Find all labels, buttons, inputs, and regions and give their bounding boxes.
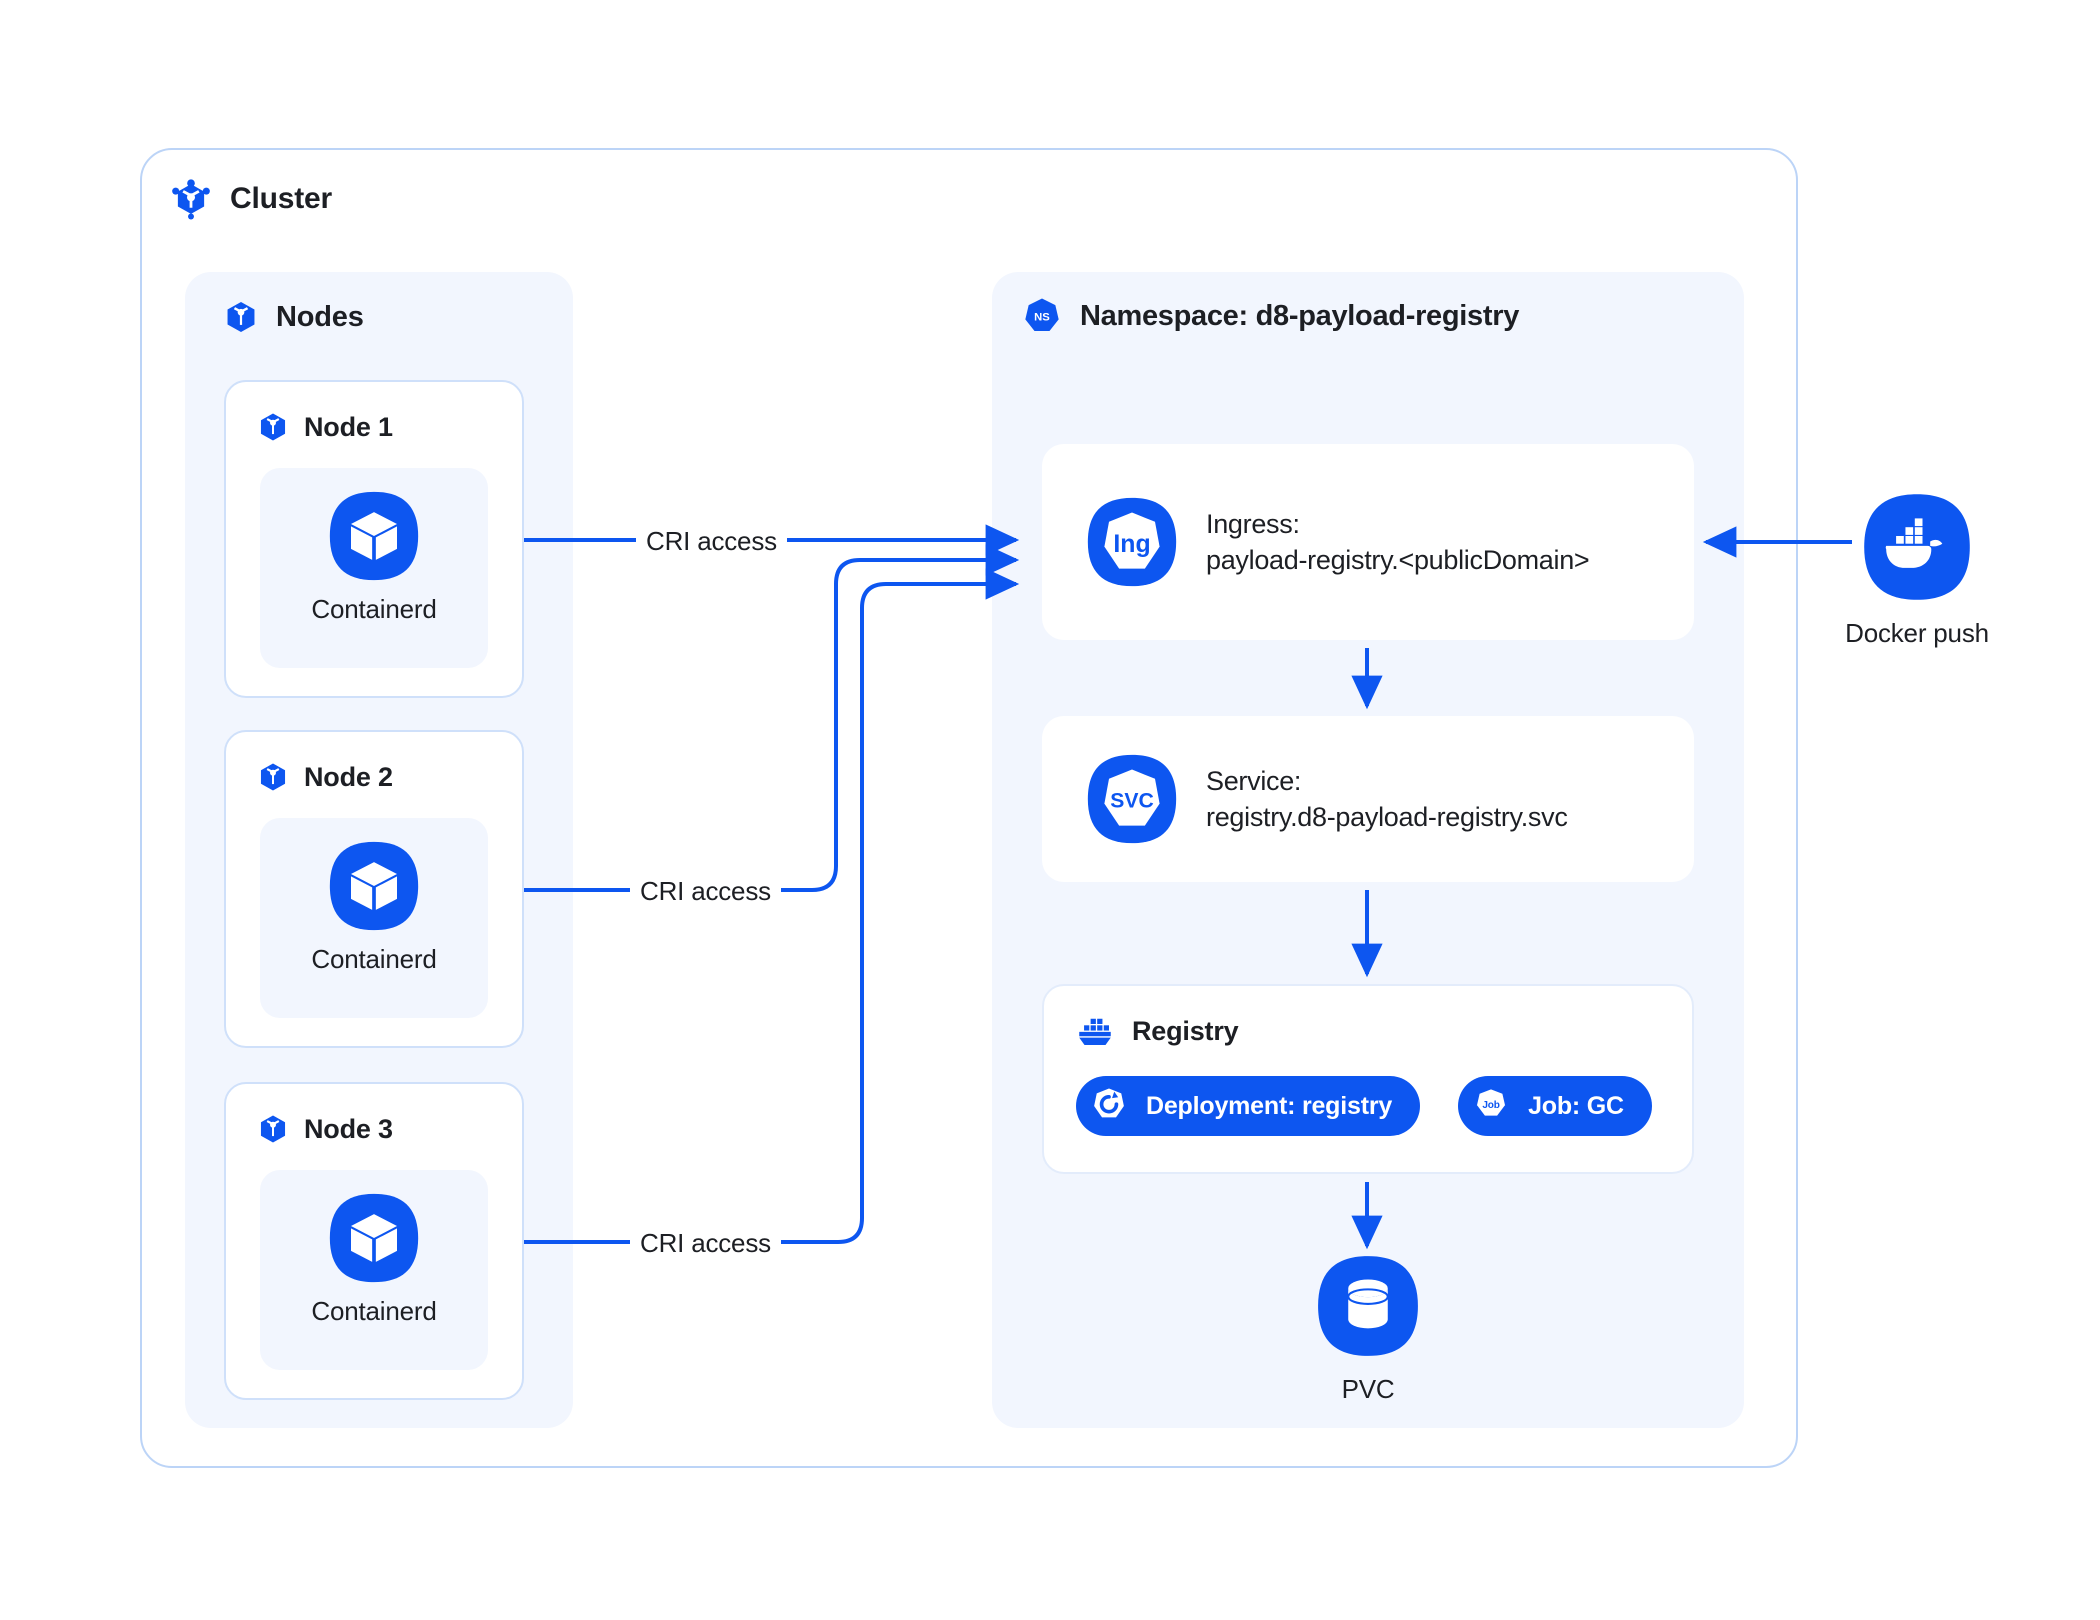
svg-text:Job: Job	[1482, 1100, 1499, 1111]
job-pill[interactable]: Job Job: GC	[1458, 1076, 1652, 1136]
ingress-icon: Ing	[1086, 496, 1178, 588]
node-2-label: Node 2	[304, 761, 393, 792]
svg-text:Ing: Ing	[1113, 531, 1150, 558]
cluster-header: Cluster	[170, 178, 332, 220]
containerd-tile-2[interactable]: Containerd	[260, 818, 488, 1018]
node-1-label: Node 1	[304, 411, 393, 442]
node-card-3[interactable]: Node 3 Containerd	[224, 1082, 524, 1400]
job-pill-label: Job: GC	[1528, 1091, 1624, 1120]
namespace-header: NS Namespace: d8-payload-registry	[1022, 296, 1519, 336]
svg-text:SVC: SVC	[1110, 789, 1154, 812]
cluster-node-icon	[170, 178, 212, 220]
deployment-pill[interactable]: Deployment: registry	[1076, 1076, 1421, 1136]
deployment-icon	[1088, 1085, 1130, 1127]
service-line-2: registry.d8-payload-registry.svc	[1206, 802, 1568, 832]
ingress-text: Ingress: payload-registry.<publicDomain>	[1206, 506, 1590, 578]
registry-ship-icon	[1074, 1010, 1116, 1052]
docker-whale-icon	[1862, 492, 1972, 602]
node-1-header: Node 1	[256, 410, 393, 444]
service-line-1: Service:	[1206, 766, 1302, 796]
svg-text:NS: NS	[1034, 312, 1050, 324]
node-card-1[interactable]: Node 1 Containerd	[224, 380, 524, 698]
nodes-label: Nodes	[276, 300, 364, 333]
node-cube-icon	[256, 1112, 290, 1146]
containerd-cube-icon	[328, 1192, 420, 1284]
node-card-2[interactable]: Node 2 Containerd	[224, 730, 524, 1048]
docker-push-node[interactable]: Docker push	[1845, 492, 1989, 649]
pvc-database-icon	[1316, 1254, 1420, 1358]
registry-label: Registry	[1132, 1015, 1239, 1046]
edge-label-cri-3: CRI access	[630, 1228, 781, 1259]
ingress-line-1: Ingress:	[1206, 509, 1300, 539]
namespace-label: Namespace: d8-payload-registry	[1080, 299, 1520, 332]
containerd-label-3: Containerd	[311, 1296, 437, 1326]
edge-label-cri-2: CRI access	[630, 876, 781, 907]
service-card[interactable]: SVC Service: registry.d8-payload-registr…	[1042, 716, 1694, 882]
pvc-node[interactable]: PVC	[1316, 1254, 1420, 1405]
node-cube-icon	[256, 410, 290, 444]
service-text: Service: registry.d8-payload-registry.sv…	[1206, 763, 1568, 835]
ingress-line-2: payload-registry.<publicDomain>	[1206, 545, 1590, 575]
containerd-label-2: Containerd	[311, 944, 437, 974]
node-3-header: Node 3	[256, 1112, 393, 1146]
pvc-label: PVC	[1341, 1374, 1395, 1404]
job-icon: Job	[1470, 1085, 1512, 1127]
node-cube-icon	[222, 298, 260, 336]
node-3-label: Node 3	[304, 1113, 393, 1144]
cluster-label: Cluster	[230, 182, 332, 215]
ingress-row: Ing Ingress: payload-registry.<publicDom…	[1086, 496, 1590, 588]
containerd-tile-3[interactable]: Containerd	[260, 1170, 488, 1370]
service-icon: SVC	[1086, 753, 1178, 845]
containerd-tile-1[interactable]: Containerd	[260, 468, 488, 668]
node-cube-icon	[256, 760, 290, 794]
edge-label-cri-1: CRI access	[636, 526, 787, 557]
containerd-label-1: Containerd	[311, 594, 437, 624]
registry-header: Registry	[1074, 1010, 1239, 1052]
containerd-cube-icon	[328, 840, 420, 932]
ns-hexagon-icon: NS	[1022, 296, 1062, 336]
registry-pills: Deployment: registry Job Job: GC	[1076, 1076, 1652, 1136]
deployment-pill-label: Deployment: registry	[1146, 1091, 1393, 1120]
service-row: SVC Service: registry.d8-payload-registr…	[1086, 753, 1568, 845]
docker-push-label: Docker push	[1845, 618, 1989, 648]
node-2-header: Node 2	[256, 760, 393, 794]
containerd-cube-icon	[328, 490, 420, 582]
nodes-header: Nodes	[222, 298, 364, 336]
registry-card[interactable]: Registry Deployment: registry Job	[1042, 984, 1694, 1174]
ingress-card[interactable]: Ing Ingress: payload-registry.<publicDom…	[1042, 444, 1694, 640]
